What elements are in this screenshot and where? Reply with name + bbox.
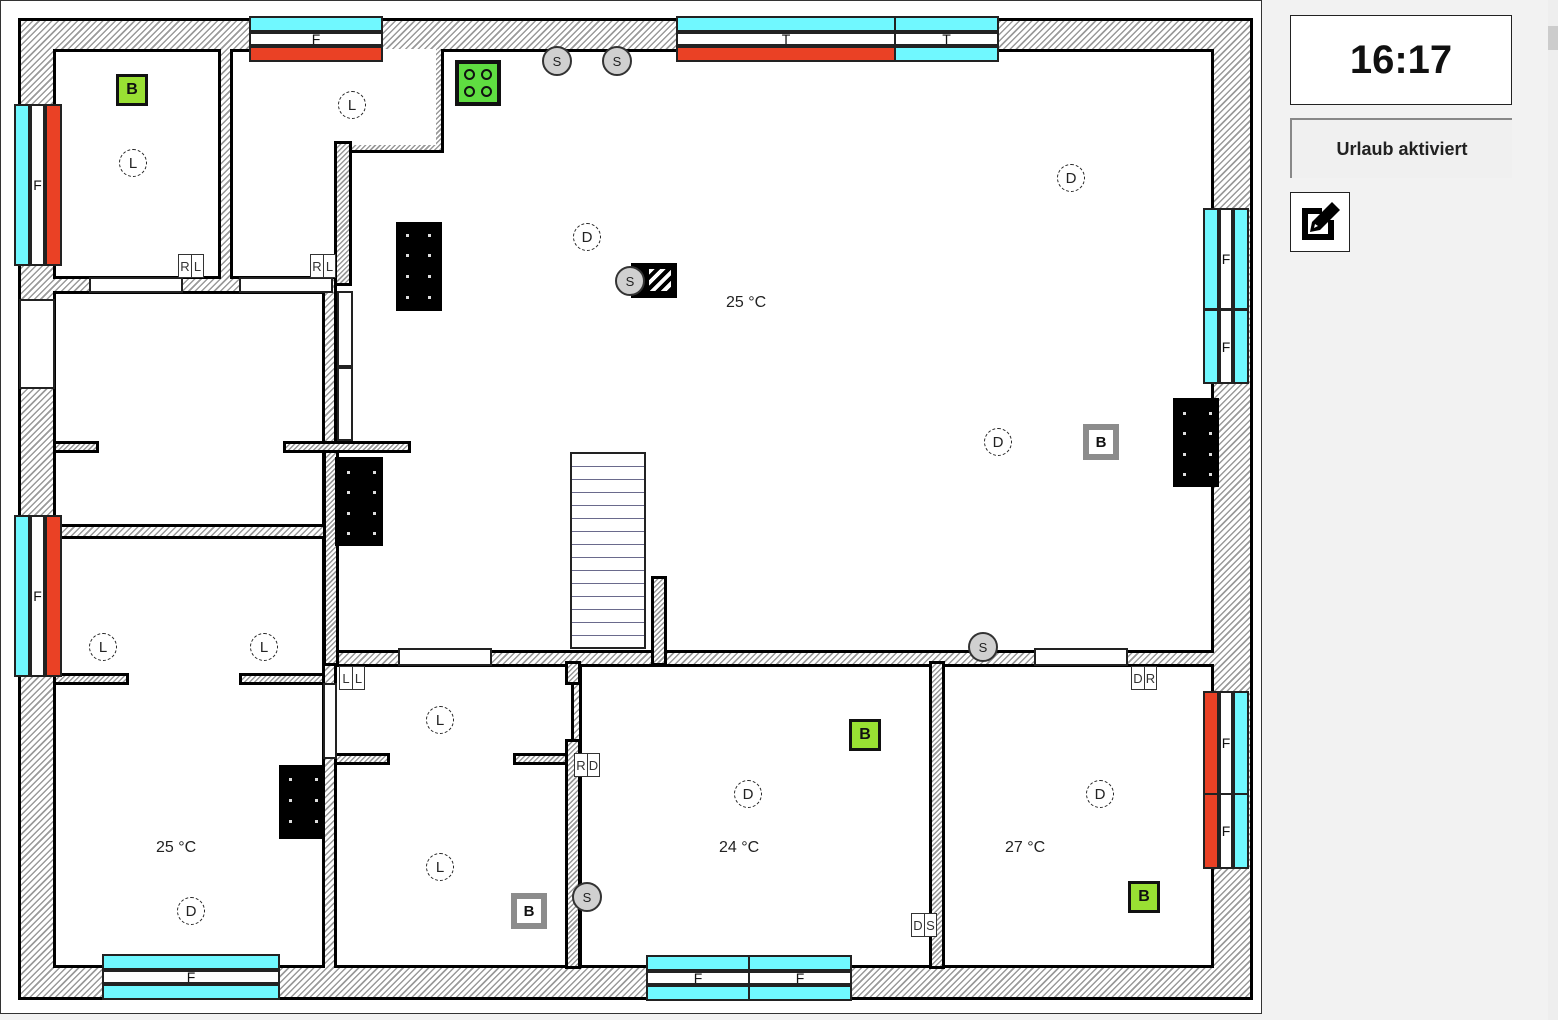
window-bottom-center-1[interactable]: F xyxy=(646,955,750,1001)
motion-sensor-active[interactable]: B xyxy=(116,74,148,106)
sensor-icon[interactable]: S xyxy=(572,882,602,912)
temperature-bottom-left: 25 °C xyxy=(156,839,197,856)
door-opening[interactable] xyxy=(337,367,353,441)
dimmer-icon[interactable]: D xyxy=(1086,780,1114,808)
vacation-button[interactable]: Urlaub aktiviert xyxy=(1290,118,1512,178)
interior-wall-stub xyxy=(283,441,411,453)
window-top-left-room[interactable]: F xyxy=(14,104,62,266)
window-hall-right-2[interactable]: F xyxy=(1203,309,1249,384)
room-corridor-left xyxy=(53,291,325,527)
window-bottom-center-2[interactable]: F xyxy=(748,955,852,1001)
door-opening[interactable] xyxy=(337,291,353,367)
motion-sensor-inactive[interactable]: B xyxy=(1083,424,1119,460)
door-opening[interactable] xyxy=(239,277,333,293)
dimmer-icon[interactable]: D xyxy=(573,223,601,251)
side-panel: 16:17 Urlaub aktiviert xyxy=(1262,0,1558,1020)
motion-sensor-active[interactable]: B xyxy=(849,719,881,751)
dimmer-icon[interactable]: D xyxy=(734,780,762,808)
door-terrace-left[interactable]: T xyxy=(676,16,896,62)
door-opening[interactable] xyxy=(1034,648,1128,666)
clock-display: 16:17 xyxy=(1290,15,1512,105)
light-icon[interactable]: L xyxy=(338,91,366,119)
room-bottom-center xyxy=(579,664,933,968)
door-opening[interactable] xyxy=(398,648,492,666)
interior-wall-vertical xyxy=(334,141,352,286)
staircase xyxy=(570,452,646,649)
sensor-icon[interactable]: S xyxy=(968,632,998,662)
door-opening[interactable] xyxy=(323,683,337,759)
radiator-icon[interactable] xyxy=(1173,398,1219,487)
sensor-icon[interactable]: S xyxy=(615,266,645,296)
interior-wall-stub xyxy=(53,441,99,453)
sensor-icon[interactable]: S xyxy=(602,46,632,76)
door-terrace-right[interactable]: T xyxy=(894,16,999,62)
light-icon[interactable]: L xyxy=(119,149,147,177)
interior-wall-stub xyxy=(53,673,129,685)
light-icon[interactable]: L xyxy=(426,706,454,734)
window-top-second-room[interactable]: F xyxy=(249,16,383,62)
window-bottom-left-room-side[interactable]: F xyxy=(14,515,62,677)
door-opening[interactable] xyxy=(89,277,183,293)
scrollbar[interactable] xyxy=(1548,0,1558,1020)
door-opening[interactable] xyxy=(19,299,55,389)
floor-plan: F F T T F F F F F F xyxy=(0,0,1262,1014)
interior-wall-stub xyxy=(651,576,667,666)
temperature-main-hall: 25 °C xyxy=(726,294,767,311)
window-hall-right-1[interactable]: F xyxy=(1203,208,1249,310)
interior-wall-stub xyxy=(334,753,390,765)
window-bottom-right-1[interactable]: F xyxy=(1203,691,1249,795)
room-bottom-right xyxy=(942,664,1214,968)
temperature-bottom-right: 27 °C xyxy=(1005,839,1046,856)
stove-icon[interactable] xyxy=(455,60,501,106)
edit-icon xyxy=(1302,202,1340,240)
interior-wall-vertical xyxy=(929,661,945,969)
radiator-icon[interactable] xyxy=(279,765,325,839)
dimmer-icon[interactable]: D xyxy=(1057,164,1085,192)
edit-button[interactable] xyxy=(1290,192,1350,252)
window-bottom-left-room-bottom[interactable]: F xyxy=(102,954,280,1000)
radiator-icon[interactable] xyxy=(335,457,383,546)
dimmer-icon[interactable]: D xyxy=(177,897,205,925)
light-icon[interactable]: L xyxy=(426,853,454,881)
motion-sensor-inactive[interactable]: B xyxy=(511,893,547,929)
sensor-icon[interactable]: S xyxy=(542,46,572,76)
interior-wall-stub xyxy=(565,739,581,969)
motion-sensor-active[interactable]: B xyxy=(1128,881,1160,913)
dimmer-icon[interactable]: D xyxy=(984,428,1012,456)
light-icon[interactable]: L xyxy=(250,633,278,661)
room-hall xyxy=(334,49,1214,653)
window-bottom-right-2[interactable]: F xyxy=(1203,793,1249,869)
scrollbar-thumb[interactable] xyxy=(1548,26,1558,50)
temperature-bottom-center: 24 °C xyxy=(719,839,760,856)
light-icon[interactable]: L xyxy=(89,633,117,661)
radiator-icon[interactable] xyxy=(396,222,442,311)
interior-wall-stub xyxy=(565,661,581,685)
interior-wall-stub xyxy=(239,673,325,685)
